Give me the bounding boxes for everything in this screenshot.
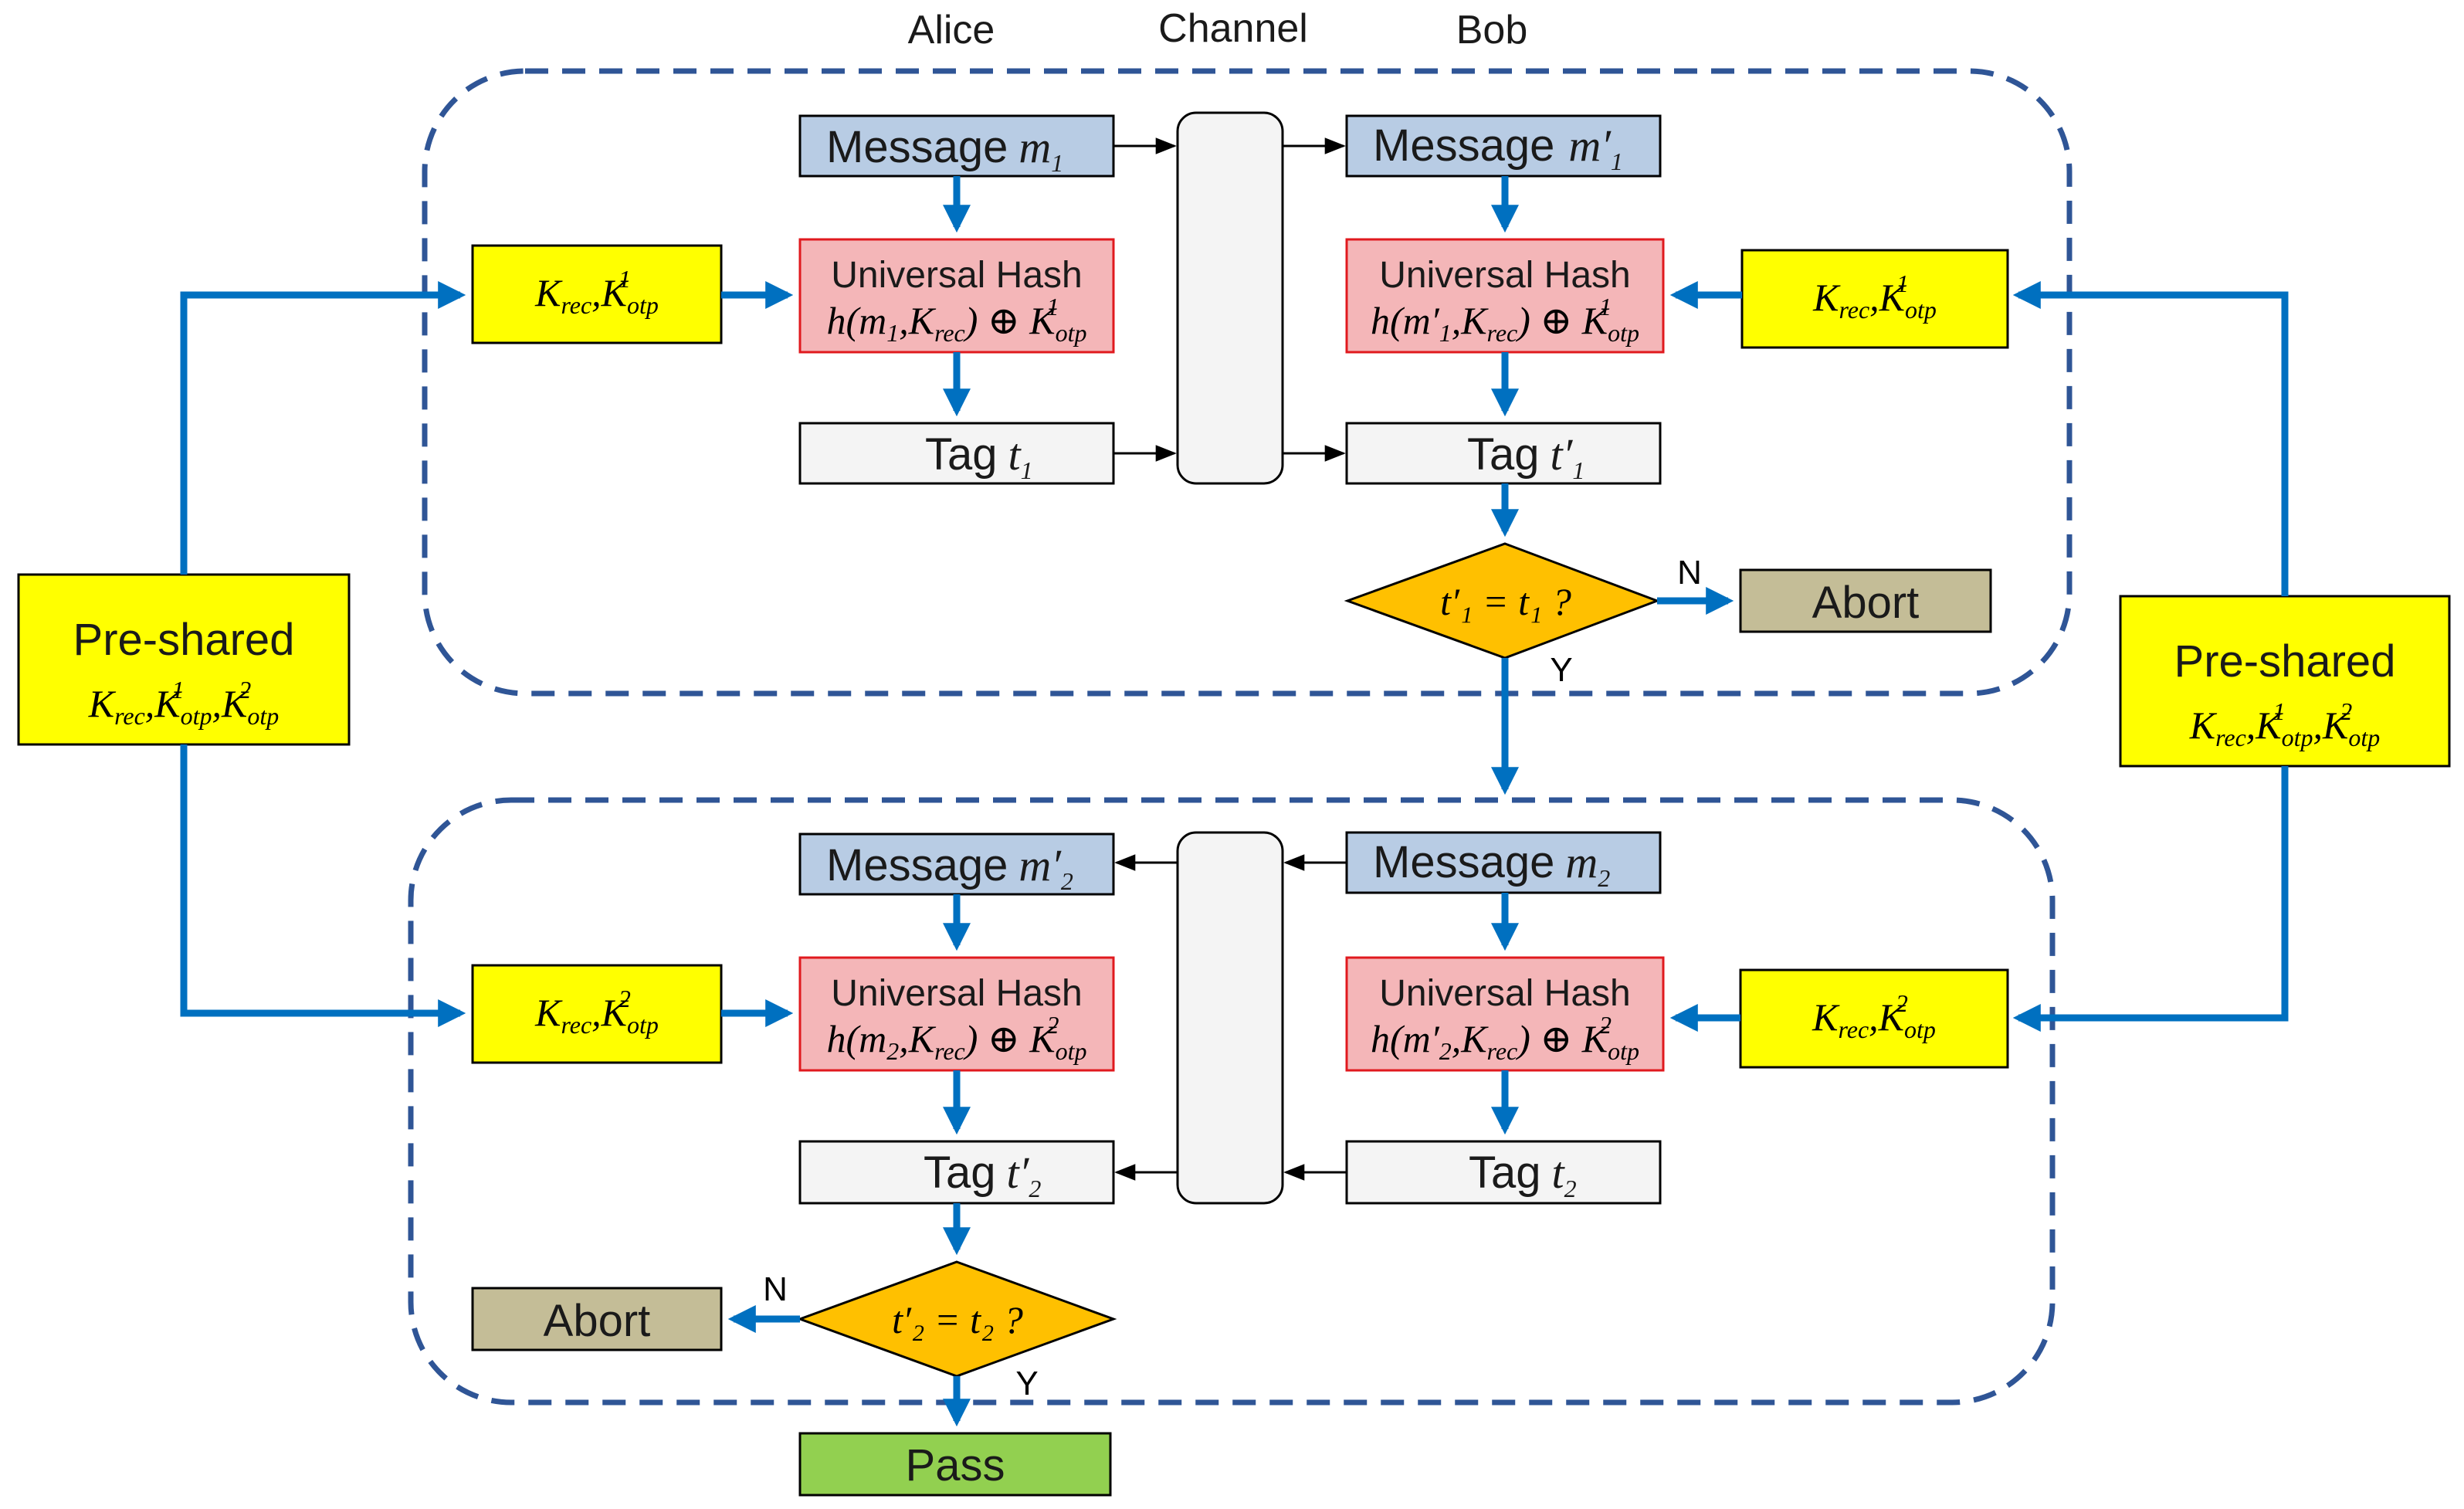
r2-abort-label: Abort (544, 1296, 651, 1346)
r2-abort-box: Abort (471, 1287, 723, 1351)
r1-yes-label: Y (1550, 651, 1572, 689)
r1-bob-hash-box: Universal Hash h(m′1,Krec) ⊕ Kotp1 (1345, 238, 1665, 354)
r1-alice-message-label: Message (826, 122, 1008, 172)
r2-bob-key-box: Krec,Kotp2 (1739, 968, 2009, 1069)
r1-check-label: t′₁ = t₁ ? (1440, 580, 1571, 623)
svg-text:Krec,Kotp2: Krec,Kotp2 (1812, 989, 1936, 1043)
r2-yes-label: Y (1015, 1365, 1038, 1402)
svg-text:h(m2,Krec) ⊕ Kotp2: h(m2,Krec) ⊕ Kotp2 (826, 1011, 1086, 1065)
preshared-bob-title: Pre-shared (2174, 636, 2396, 687)
r1-bob-key-box: Krec,Kotp1 (1740, 249, 2009, 349)
r1-flow-arrows (721, 176, 1742, 795)
r1-bob-message-var: m′ (1568, 120, 1612, 171)
r1-bob-message-box: Message m′1 (1345, 114, 1662, 178)
r1-bob-tag-label: Tag (1467, 429, 1540, 480)
svg-text:Krec,Kotp2: Krec,Kotp2 (534, 985, 659, 1039)
r2-check-label: t′₂ = t₂ ? (892, 1298, 1023, 1341)
r1-alice-message-var: m (1018, 122, 1051, 172)
r1-bob-message-sub: 1 (1611, 148, 1623, 175)
r2-alice-tag-label: Tag (924, 1148, 996, 1198)
r2-alice-message-sub: 2 (1061, 867, 1073, 895)
r1-alice-message-sub: 1 (1051, 149, 1063, 177)
channel-box-round2 (1176, 831, 1284, 1205)
header-alice: Alice (908, 8, 995, 53)
r2-alice-tag-var: t′ (1007, 1148, 1030, 1198)
r1-bob-tag-sub: 1 (1572, 456, 1584, 484)
r2-check-decision: t′₂ = t₂ ? (796, 1260, 1117, 1378)
r2-flow-arrows (721, 893, 1740, 1427)
preshared-bob-keys: Krec,Kotp1,Kotp2 (2189, 697, 2381, 751)
r1-alice-tag-sub: 1 (1021, 456, 1033, 484)
round2-container (408, 797, 2056, 1406)
r2-bob-hash-title: Universal Hash (1379, 973, 1630, 1014)
r2-pass-label: Pass (906, 1440, 1005, 1490)
round1-container (422, 68, 2073, 697)
r1-bob-hash-title: Universal Hash (1379, 255, 1630, 296)
r2-alice-tag-sub: 2 (1029, 1175, 1041, 1202)
r1-bob-message-label: Message (1373, 120, 1554, 171)
r1-alice-hash-title: Universal Hash (831, 255, 1082, 296)
r2-bob-tag-var: t (1552, 1148, 1566, 1198)
preshared-alice-keys: Krec,Kotp1,Kotp2 (88, 676, 280, 730)
preshared-bob: Pre-shared Krec,Kotp1,Kotp2 (2119, 595, 2451, 768)
r2-alice-hash-box: Universal Hash h(m2,Krec) ⊕ Kotp2 (798, 956, 1115, 1072)
r2-channel-arrows (1114, 854, 1347, 1181)
r1-abort-label: Abort (1812, 578, 1920, 628)
header-channel: Channel (1158, 6, 1308, 51)
r2-bob-message-sub: 2 (1598, 864, 1610, 892)
r2-bob-message-label: Message (1373, 837, 1554, 887)
r1-alice-tag-var: t (1008, 429, 1022, 480)
r1-alice-hash-box: Universal Hash h(m1,Krec) ⊕ Kotp1 (798, 238, 1115, 354)
preshared-distribution-lines (180, 281, 2289, 1032)
r2-pass-box: Pass (798, 1432, 1112, 1497)
r1-check-decision: t′₁ = t₁ ? (1344, 542, 1661, 660)
preshared-alice-title: Pre-shared (73, 615, 295, 665)
r1-alice-key-box: Krec,Kotp1 (471, 244, 723, 344)
svg-text:h(m′1,Krec) ⊕ Kotp1: h(m′1,Krec) ⊕ Kotp1 (1371, 293, 1639, 347)
r2-alice-key-box: Krec,Kotp2 (471, 964, 723, 1064)
r2-bob-tag-label: Tag (1469, 1148, 1541, 1198)
r1-alice-tag-label: Tag (925, 429, 998, 480)
r2-alice-message-label: Message (826, 840, 1008, 890)
channel-box-round1 (1176, 111, 1284, 485)
svg-text:Krec,Kotp1: Krec,Kotp1 (534, 265, 659, 319)
r1-abort-box: Abort (1739, 568, 1992, 633)
r1-channel-arrows (1113, 137, 1346, 462)
r2-bob-hash-box: Universal Hash h(m′2,Krec) ⊕ Kotp2 (1345, 956, 1665, 1072)
header-bob: Bob (1456, 8, 1528, 53)
preshared-alice: Pre-shared Krec,Kotp1,Kotp2 (17, 573, 351, 746)
r2-bob-tag-sub: 2 (1564, 1175, 1577, 1202)
r1-bob-tag-var: t′ (1551, 429, 1574, 480)
r2-alice-message-var: m′ (1018, 840, 1062, 890)
r2-no-label: N (763, 1270, 788, 1308)
r2-alice-hash-title: Universal Hash (831, 973, 1082, 1014)
r1-no-label: N (1677, 554, 1702, 592)
r2-bob-message-var: m (1565, 837, 1598, 887)
svg-text:h(m1,Krec) ⊕ Kotp1: h(m1,Krec) ⊕ Kotp1 (826, 293, 1086, 347)
